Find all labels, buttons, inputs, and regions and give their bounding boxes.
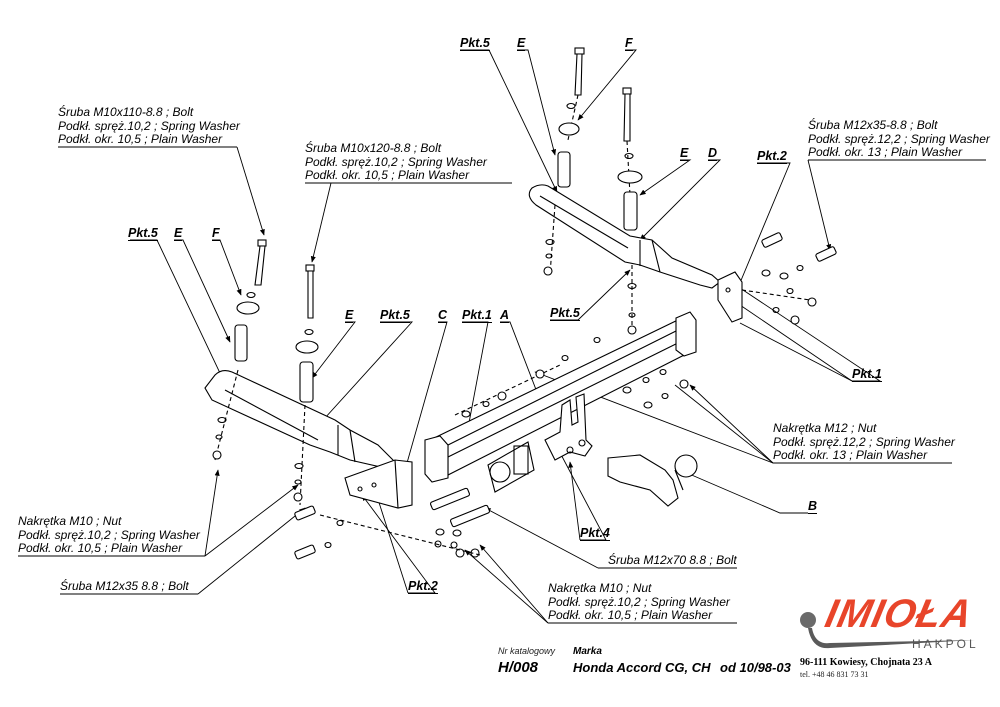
callout-line: Podkł. okr. 10,5 ; Plain Washer <box>305 168 470 182</box>
company-logo-text: IMIOŁA <box>821 592 977 636</box>
label-b: B <box>808 499 818 514</box>
company-address: 96-111 Kowiesy, Chojnata 23 A <box>800 657 932 668</box>
callout-line: Podkł. spręż.12,2 ; Spring Washer <box>773 434 955 449</box>
bracket-d-right <box>528 184 721 289</box>
date-range: od 10/98-03 <box>720 660 791 675</box>
callout-line: Podkł. okr. 13 ; Plain Washer <box>773 448 928 462</box>
callout-line: Podkł. spręż.10,2 ; Spring Washer <box>58 118 240 133</box>
callout-line: Śruba M10x120-8.8 ; Bolt <box>305 141 442 155</box>
callout-line: Podkł. spręż.12,2 ; Spring Washer <box>808 131 990 146</box>
callout-nut-m10-bottom: Nakrętka M10 ; Nut Podkł. spręż.10,2 ; S… <box>548 581 730 623</box>
label-a: A <box>500 308 510 323</box>
callout-line: Nakrętka M10 ; Nut <box>18 514 122 528</box>
label-pkt5-mid: Pkt.5 <box>380 308 410 323</box>
callout-bolt-m12x35-top: Śruba M12x35-8.8 ; Bolt Podkł. spręż.12,… <box>808 118 990 160</box>
label-d: D <box>708 146 718 161</box>
ball-neck-b <box>607 454 698 507</box>
callout-line: Podkł. spręż.10,2 ; Spring Washer <box>305 154 487 169</box>
callout-line: Podkł. okr. 13 ; Plain Washer <box>808 145 963 159</box>
crossbar-fasteners <box>454 336 689 418</box>
bracket-left <box>204 369 396 469</box>
label-pkt5-center: Pkt.5 <box>550 306 580 321</box>
company-phone: tel. +48 46 831 73 31 <box>800 670 869 679</box>
label-e-left2: E <box>345 308 354 323</box>
bolt-stack-top-1 <box>543 47 585 276</box>
tongue-bracket <box>544 393 593 461</box>
plate-c <box>344 459 413 509</box>
callout-line: Podkł. okr. 10,5 ; Plain Washer <box>18 541 183 555</box>
label-pkt5-top: Pkt.5 <box>460 36 490 51</box>
label-f-left: F <box>212 226 220 241</box>
label-pkt1-mid: Pkt.1 <box>462 308 492 323</box>
label-pkt2-bottom: Pkt.2 <box>408 579 438 594</box>
right-plate <box>717 271 743 323</box>
callout-line: Śruba M10x110-8.8 ; Bolt <box>58 105 194 119</box>
callout-nut-m12: Nakrętka M12 ; Nut Podkł. spręż.12,2 ; S… <box>773 421 955 463</box>
label-c: C <box>438 308 448 323</box>
callout-line: Śruba M12x35 8.8 ; Bolt <box>60 579 189 593</box>
label-f-top: F <box>625 36 633 51</box>
label-e-top: E <box>517 36 526 51</box>
label-e-left: E <box>174 226 183 241</box>
company-logo-graphic <box>800 612 975 649</box>
label-pkt2-top: Pkt.2 <box>757 149 787 164</box>
catalog-number: H/008 <box>498 659 539 676</box>
callout-line: Podkł. spręż.10,2 ; Spring Washer <box>548 594 730 609</box>
label-pkt4: Pkt.4 <box>580 526 610 541</box>
company-logo-sub: HAKPOL <box>912 637 979 651</box>
callout-bolt-m10x120: Śruba M10x120-8.8 ; Bolt Podkł. spręż.10… <box>305 141 487 183</box>
label-pkt5-left: Pkt.5 <box>128 226 158 241</box>
catalog-number-label: Nr katalogowy <box>498 646 556 656</box>
bolt-stack-top-2 <box>617 87 643 335</box>
bolt-stack-left-2 <box>293 264 319 506</box>
crossbar-a <box>424 311 697 483</box>
callout-line: Podkł. spręż.10,2 ; Spring Washer <box>18 527 200 542</box>
callout-line: Podkł. okr. 10,5 ; Plain Washer <box>548 608 713 622</box>
callout-nut-m10-left: Nakrętka M10 ; Nut Podkł. spręż.10,2 ; S… <box>18 514 200 556</box>
callout-line: Śruba M12x70 8.8 ; Bolt <box>608 553 737 567</box>
callout-line: Śruba M12x35-8.8 ; Bolt <box>808 118 938 132</box>
brand-label: Marka <box>573 646 602 657</box>
callout-bolt-m12x35-bottom: Śruba M12x35 8.8 ; Bolt <box>60 579 189 594</box>
lower-bolts <box>294 487 490 560</box>
callout-bolt-m12x70: Śruba M12x70 8.8 ; Bolt <box>608 553 737 568</box>
callout-line: Podkł. okr. 10,5 ; Plain Washer <box>58 132 223 146</box>
label-pkt1-right: Pkt.1 <box>852 367 882 382</box>
callout-line: Nakrętka M12 ; Nut <box>773 421 877 435</box>
socket-plate <box>487 441 535 493</box>
right-bolts <box>741 232 837 325</box>
label-e-top2: E <box>680 146 689 161</box>
callout-bolt-m10x110: Śruba M10x110-8.8 ; Bolt Podkł. spręż.10… <box>58 105 240 147</box>
callout-line: Nakrętka M10 ; Nut <box>548 581 652 595</box>
brand-value: Honda Accord CG, CH <box>573 660 711 675</box>
bolt-stack-left-1 <box>212 239 267 461</box>
